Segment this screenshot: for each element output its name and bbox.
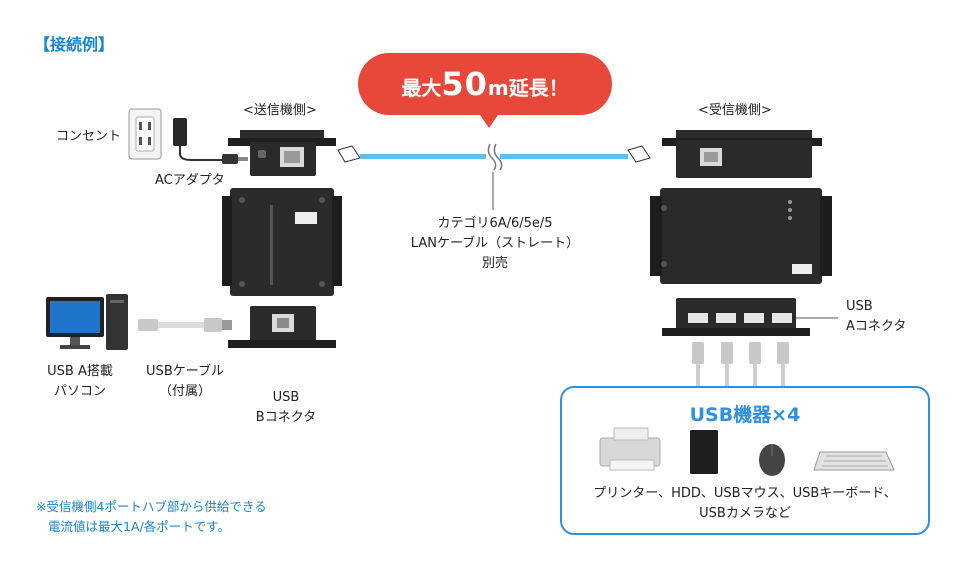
sender-unit-top <box>228 130 336 176</box>
lan-cable <box>337 143 651 210</box>
pc-icon <box>46 294 128 350</box>
usb-cable-label-line1: USBケーブル <box>146 364 224 379</box>
a-connector-label: USB Aコネクタ <box>846 297 906 337</box>
usb-devices-list-line1: プリンター、HDD、USBマウス、USBキーボード、 <box>593 486 897 501</box>
callout-distance: 50 <box>441 65 488 103</box>
b-connector-label: USB Bコネクタ <box>246 388 326 428</box>
lan-cable-label: カテゴリ6A/6/5e/5 LANケーブル（ストレート） 別売 <box>400 214 590 274</box>
power-note: ※受信機側4ポートハブ部から供給できる 電流値は最大1A/各ポートです。 <box>36 497 267 537</box>
page-title: 【接続例】 <box>34 35 115 54</box>
usb-cable-label: USBケーブル （付属） <box>130 362 240 402</box>
usb-devices-list: プリンター、HDD、USBマウス、USBキーボード、 USBカメラなど <box>560 484 930 524</box>
b-connector-label-line2: Bコネクタ <box>255 410 317 425</box>
usb-cable-label-line2: （付属） <box>158 384 211 399</box>
sender-unit-b-port <box>228 306 336 348</box>
outlet-label: コンセント <box>56 129 122 144</box>
usb-devices-list-line2: USBカメラなど <box>699 506 791 521</box>
distance-callout-tail <box>478 112 500 128</box>
distance-callout-text: 最大50m延長！ <box>358 53 612 115</box>
power-note-line1: ※受信機側4ポートハブ部から供給できる <box>36 499 267 514</box>
ac-adapter-label: ACアダプタ <box>155 173 225 188</box>
receiver-unit-body <box>650 188 832 284</box>
pc-label-line1: USB A搭載 <box>47 364 113 379</box>
sender-unit-body <box>222 188 342 296</box>
lan-cable-label-line2: LANケーブル（ストレート） <box>410 236 580 251</box>
usb-devices-title: USB機器×4 <box>560 400 930 427</box>
lan-cable-label-line1: カテゴリ6A/6/5e/5 <box>437 216 553 231</box>
a-connector-label-line1: USB <box>846 299 873 314</box>
a-connector-label-line2: Aコネクタ <box>846 319 907 334</box>
receiver-side-label: <受信機側> <box>698 103 772 118</box>
b-connector-label-line1: USB <box>272 390 300 405</box>
power-outlet-icon <box>128 108 162 160</box>
power-note-line2: 電流値は最大1A/各ポートです。 <box>48 519 230 534</box>
callout-unit: m <box>487 76 509 100</box>
usb-a-cables <box>692 342 789 388</box>
distance-callout <box>358 53 612 115</box>
pc-label-line2: パソコン <box>53 384 106 399</box>
receiver-unit-a-ports <box>662 298 838 336</box>
sender-side-label: <送信機側> <box>243 103 317 118</box>
callout-prefix: 最大 <box>401 76 442 100</box>
usb-devices-multiplier: ×4 <box>771 404 801 426</box>
usb-cable-icon <box>138 318 232 332</box>
lan-cable-label-line3: 別売 <box>481 256 508 271</box>
callout-suffix: 延長！ <box>508 76 569 100</box>
ac-adapter-icon <box>173 118 248 164</box>
pc-label: USB A搭載 パソコン <box>32 362 128 402</box>
receiver-unit-top <box>662 130 822 178</box>
usb-devices-title-text: USB機器 <box>689 404 772 426</box>
